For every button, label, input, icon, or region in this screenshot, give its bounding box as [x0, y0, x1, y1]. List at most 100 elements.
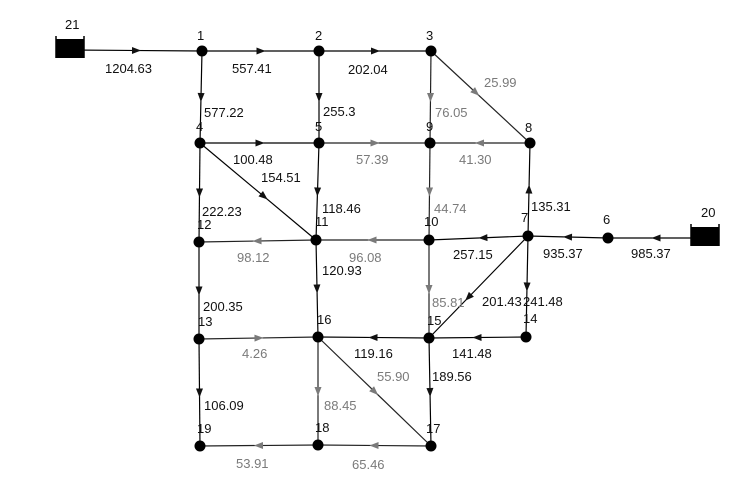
flow-label-4-5: 100.48 — [233, 152, 273, 167]
flow-label-3-8: 25.99 — [484, 75, 517, 90]
flow-label-7-8: 135.31 — [531, 199, 571, 214]
flow-label-7-14: 241.48 — [523, 294, 563, 309]
edges-layer — [69, 49, 705, 447]
pipe-3-8 — [430, 50, 531, 144]
junction-node-19 — [194, 440, 206, 452]
flow-arrow-icon — [258, 191, 268, 200]
flow-label-3-9: 76.05 — [435, 105, 468, 120]
node-label-18: 18 — [315, 420, 329, 435]
junction-node-17 — [425, 440, 437, 452]
flow-arrow-icon — [196, 188, 204, 198]
flow-arrow-icon — [255, 139, 265, 147]
flow-arrow-icon — [369, 386, 379, 395]
flow-label-2-3: 202.04 — [348, 62, 388, 77]
flow-label-8-9: 41.30 — [459, 152, 492, 167]
pipe-4-11 — [199, 142, 317, 241]
flow-label-12-13: 200.35 — [203, 299, 243, 314]
flow-arrow-icon — [523, 282, 531, 292]
flow-arrow-icon — [369, 442, 379, 450]
flow-label-15-17: 189.56 — [432, 369, 472, 384]
flow-label-7-15: 201.43 — [482, 294, 522, 309]
junction-node-16 — [312, 331, 324, 343]
flow-arrow-icon — [470, 87, 480, 96]
junction-node-11 — [310, 234, 322, 246]
flow-arrow-icon — [368, 334, 378, 342]
flow-label-5-9: 57.39 — [356, 152, 389, 167]
flow-label-20-6: 985.37 — [631, 246, 671, 261]
node-label-10: 10 — [424, 214, 438, 229]
flow-arrow-icon — [254, 441, 264, 449]
arrows-layer — [131, 46, 661, 450]
node-label-19: 19 — [197, 421, 211, 436]
nodes-layer — [55, 36, 720, 452]
flow-label-17-18: 65.46 — [352, 457, 385, 472]
node-label-21: 21 — [65, 17, 79, 32]
flow-arrow-icon — [472, 333, 482, 341]
flow-arrow-icon — [131, 46, 141, 54]
flow-arrow-icon — [195, 388, 203, 398]
flow-label-13-16: 4.26 — [242, 346, 267, 361]
flow-label-15-16: 119.16 — [354, 346, 393, 361]
junction-node-12 — [193, 236, 205, 248]
junction-node-13 — [193, 333, 205, 345]
flow-label-13-19: 106.09 — [204, 398, 244, 413]
junction-node-15 — [423, 332, 435, 344]
reservoir-icon-20 — [690, 224, 720, 246]
flow-arrow-icon — [197, 92, 205, 102]
node-label-11: 11 — [315, 214, 329, 229]
junction-node-9 — [424, 137, 436, 149]
flow-label-4-11: 154.51 — [261, 170, 301, 185]
flow-arrow-icon — [427, 92, 435, 102]
node-label-20: 20 — [701, 205, 715, 220]
flow-label-16-17: 55.90 — [377, 369, 410, 384]
flow-label-4-12: 222.23 — [202, 204, 242, 219]
node-label-3: 3 — [426, 28, 433, 43]
flow-arrow-icon — [315, 93, 323, 102]
flow-arrow-icon — [465, 291, 474, 301]
node-label-4: 4 — [196, 119, 203, 134]
node-label-15: 15 — [427, 313, 441, 328]
pipe-7-15 — [428, 235, 529, 339]
flow-arrow-icon — [425, 285, 433, 294]
junction-node-1 — [196, 45, 208, 57]
flow-label-11-12: 98.12 — [237, 250, 270, 265]
junction-node-14 — [520, 331, 532, 343]
flow-arrow-icon — [256, 47, 266, 55]
node-label-2: 2 — [315, 28, 322, 43]
junction-node-10 — [423, 234, 435, 246]
flow-label-16-18: 88.45 — [324, 398, 357, 413]
node-label-6: 6 — [603, 212, 610, 227]
node-label-12: 12 — [197, 217, 211, 232]
flow-label-21-1: 1204.63 — [105, 61, 152, 76]
flow-arrow-icon — [254, 334, 264, 342]
junction-node-3 — [425, 45, 437, 57]
junction-node-6 — [602, 232, 614, 244]
node-label-1: 1 — [197, 28, 204, 43]
flow-arrow-icon — [367, 236, 377, 244]
flow-arrow-icon — [370, 139, 380, 147]
junction-node-7 — [522, 230, 534, 242]
node-label-9: 9 — [426, 119, 433, 134]
flow-label-7-10: 257.15 — [453, 247, 493, 262]
flow-label-14-15: 141.48 — [452, 346, 492, 361]
junction-node-5 — [313, 137, 325, 149]
flow-arrow-icon — [426, 387, 434, 397]
junction-node-18 — [312, 439, 324, 451]
junction-node-8 — [524, 137, 536, 149]
flow-label-10-15: 85.81 — [432, 295, 465, 310]
flow-arrow-icon — [426, 187, 434, 197]
flow-arrow-icon — [563, 233, 573, 241]
reservoir-icon-21 — [55, 36, 85, 58]
flow-arrow-icon — [525, 184, 533, 194]
flow-label-6-7: 935.37 — [543, 246, 583, 261]
flow-label-10-11: 96.08 — [349, 250, 382, 265]
junction-node-4 — [194, 137, 206, 149]
node-label-17: 17 — [426, 421, 440, 436]
node-label-7: 7 — [521, 210, 528, 225]
flow-arrow-icon — [475, 139, 484, 147]
flow-arrow-icon — [313, 284, 321, 294]
junction-node-2 — [313, 45, 325, 57]
